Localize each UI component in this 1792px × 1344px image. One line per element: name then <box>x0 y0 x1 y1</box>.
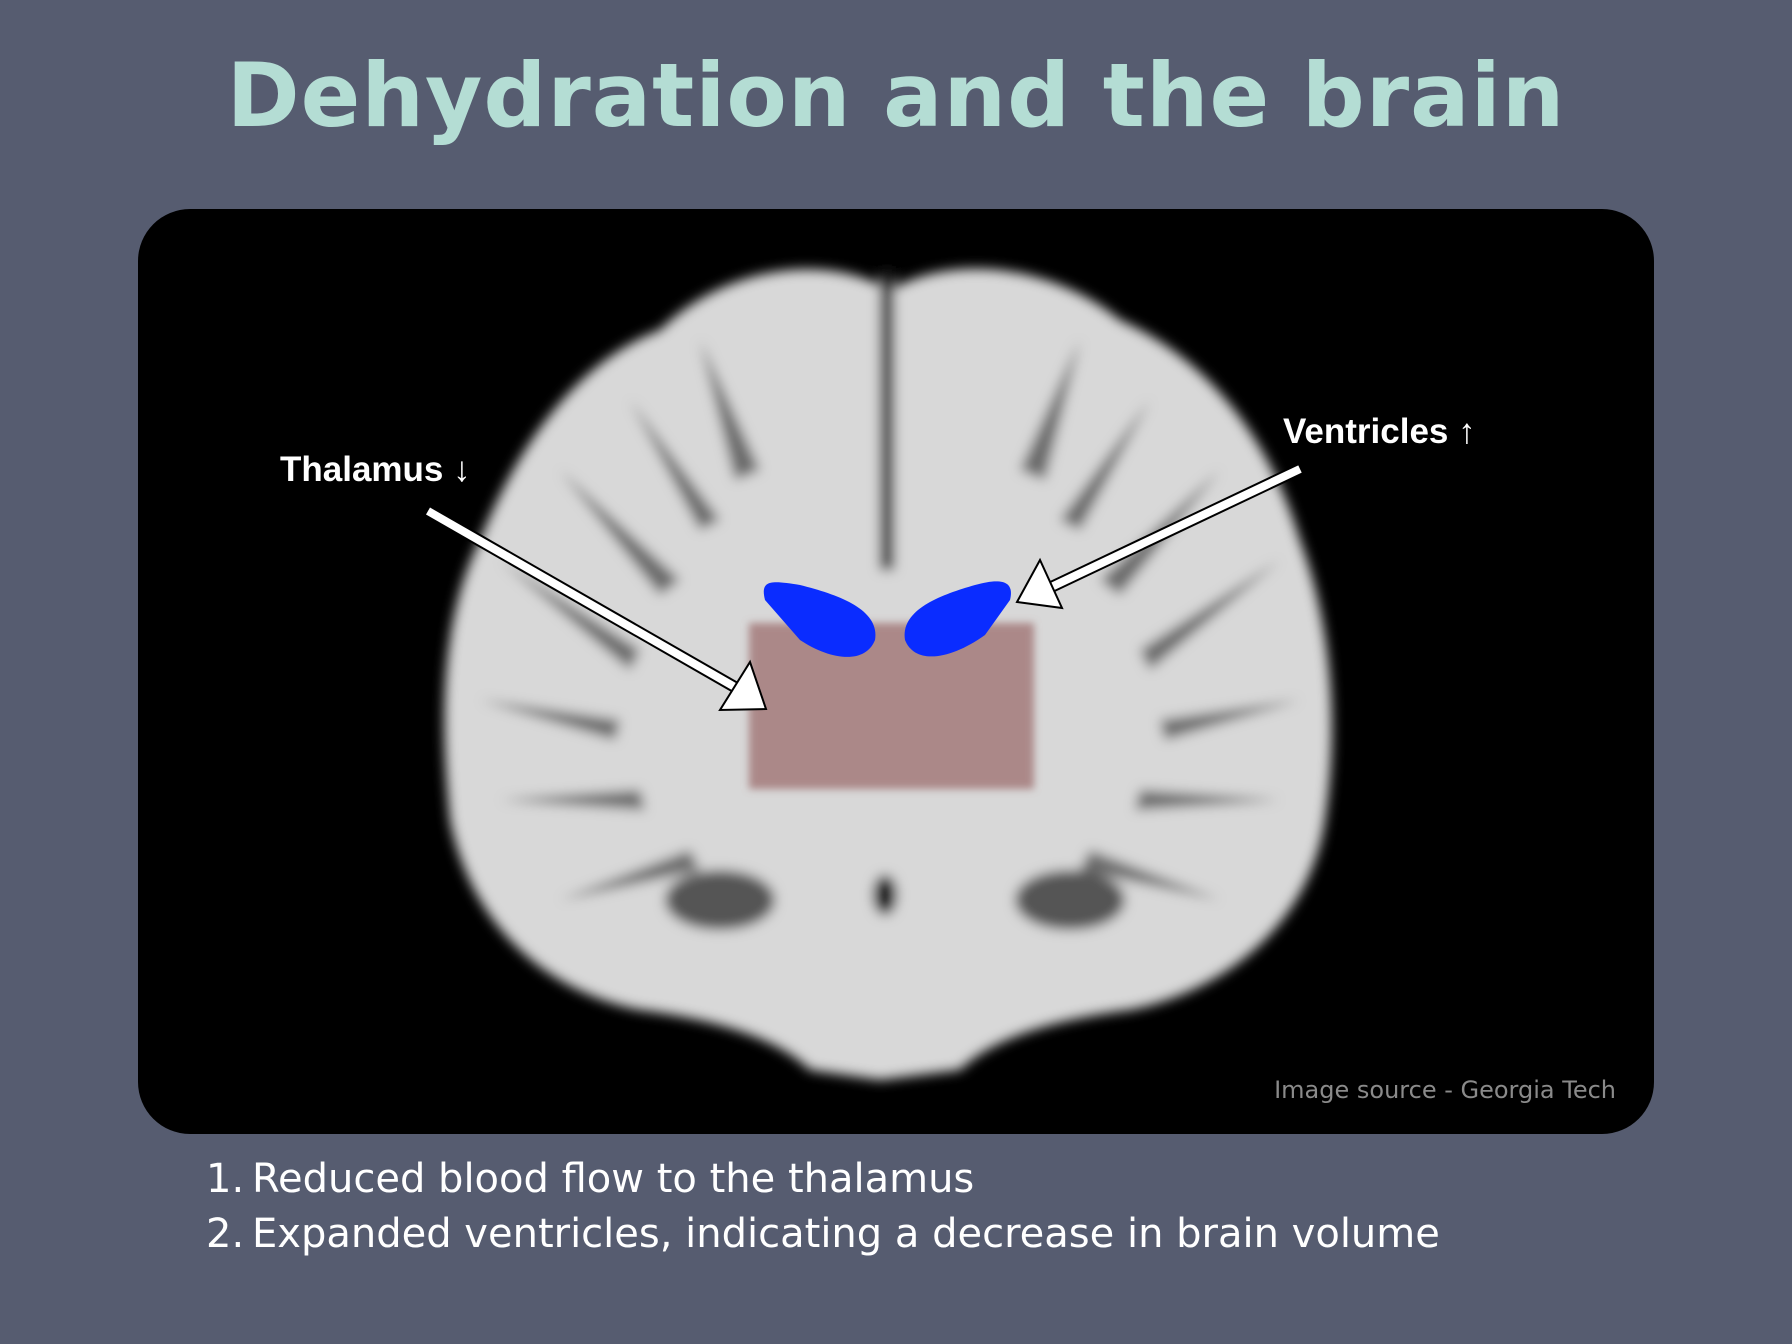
list-item: 1.Reduced blood flow to the thalamus <box>206 1152 1440 1207</box>
list-number: 1. <box>206 1156 245 1202</box>
right-ventricle <box>904 581 1011 657</box>
thalamus-region <box>749 623 1034 789</box>
left-ventricle <box>763 582 876 657</box>
list-text: Reduced blood flow to the thalamus <box>252 1156 975 1202</box>
brain-mri-figure: Thalamus ↓ Ventricles ↑ Image source - G… <box>138 209 1654 1134</box>
list-text: Expanded ventricles, indicating a decrea… <box>252 1211 1440 1257</box>
list-number: 2. <box>206 1211 245 1257</box>
ventricles-label: Ventricles ↑ <box>1283 412 1476 451</box>
image-source-credit: Image source - Georgia Tech <box>1274 1076 1616 1104</box>
thalamus-arrow <box>425 505 768 712</box>
thalamus-label: Thalamus ↓ <box>280 450 471 489</box>
brain-mri-image <box>425 268 1332 1081</box>
list-item: 2.Expanded ventricles, indicating a decr… <box>206 1207 1440 1262</box>
findings-list: 1.Reduced blood flow to the thalamus 2.E… <box>206 1152 1440 1262</box>
ventricles-arrow <box>1015 463 1303 610</box>
page-title: Dehydration and the brain <box>226 44 1566 147</box>
